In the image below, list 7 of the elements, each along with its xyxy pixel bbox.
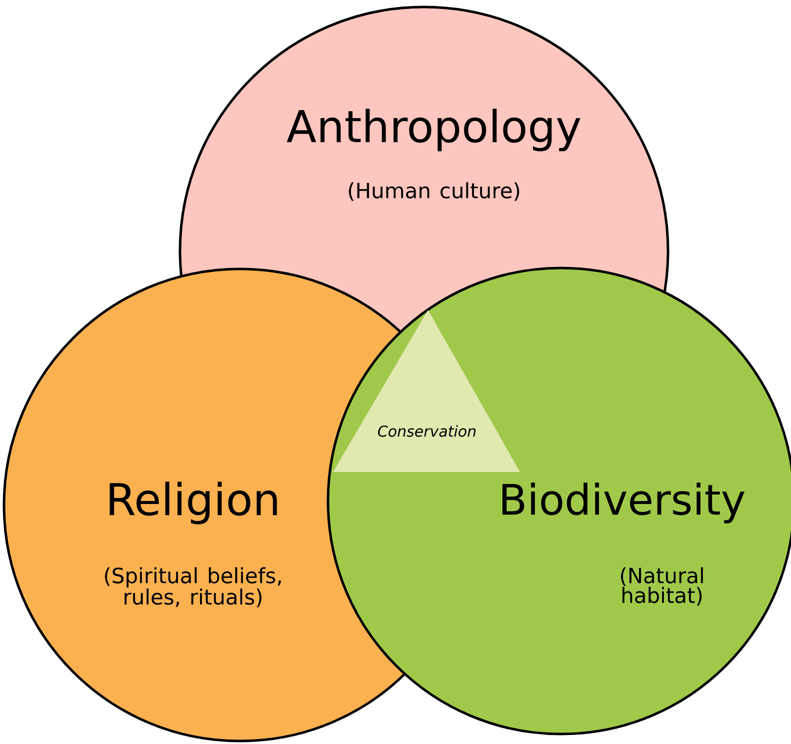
label: Conservation <box>378 425 476 437</box>
subtitle: (Spiritual beliefs, rules, rituals) <box>104 567 281 608</box>
heading: Anthropology <box>286 108 580 152</box>
heading: Religion <box>110 482 277 524</box>
subtitle: (Human culture) <box>348 182 520 201</box>
heading: Biodiversity <box>502 482 744 524</box>
subtitle: (Natural habitat) <box>621 567 703 606</box>
